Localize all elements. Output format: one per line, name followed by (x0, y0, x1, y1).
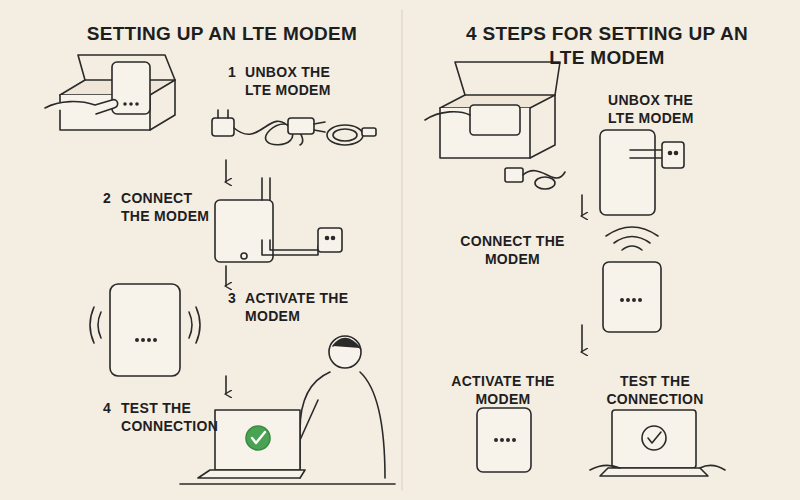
step-label: TEST THE CONNECTION (600, 372, 710, 408)
callout-number: 3 (228, 289, 242, 307)
step-label: ACTIVATE THE MODEM (448, 372, 558, 408)
box-illustration (425, 62, 565, 189)
step-label: TEST THE CONNECTION (121, 399, 231, 435)
step-label: UNBOX THE LTE MODEM (608, 91, 718, 127)
callout-number: 1 (228, 63, 242, 81)
step-label: ACTIVATE THE MODEM (245, 289, 355, 325)
laptop-check (590, 410, 725, 476)
modem-final (477, 408, 531, 472)
modem-connected (215, 178, 342, 262)
panel-title: SETTING UP AN LTE MODEM (62, 22, 382, 46)
modem-active (90, 284, 200, 376)
modem-plugged (600, 130, 684, 215)
step-label: UNBOX THE LTE MODEM (245, 63, 355, 99)
person-laptop (180, 336, 395, 484)
box-illustration (45, 55, 175, 130)
panel-title: 4 STEPS FOR SETTING UP AN LTE MODEM (462, 22, 752, 70)
callout-number: 4 (103, 399, 117, 417)
cables-illustration (212, 110, 376, 145)
step-label: CONNECT THE MODEM (121, 189, 221, 225)
callout-number: 2 (103, 189, 117, 207)
router-waves (603, 227, 661, 332)
step-label: CONNECT THE MODEM (455, 232, 570, 268)
